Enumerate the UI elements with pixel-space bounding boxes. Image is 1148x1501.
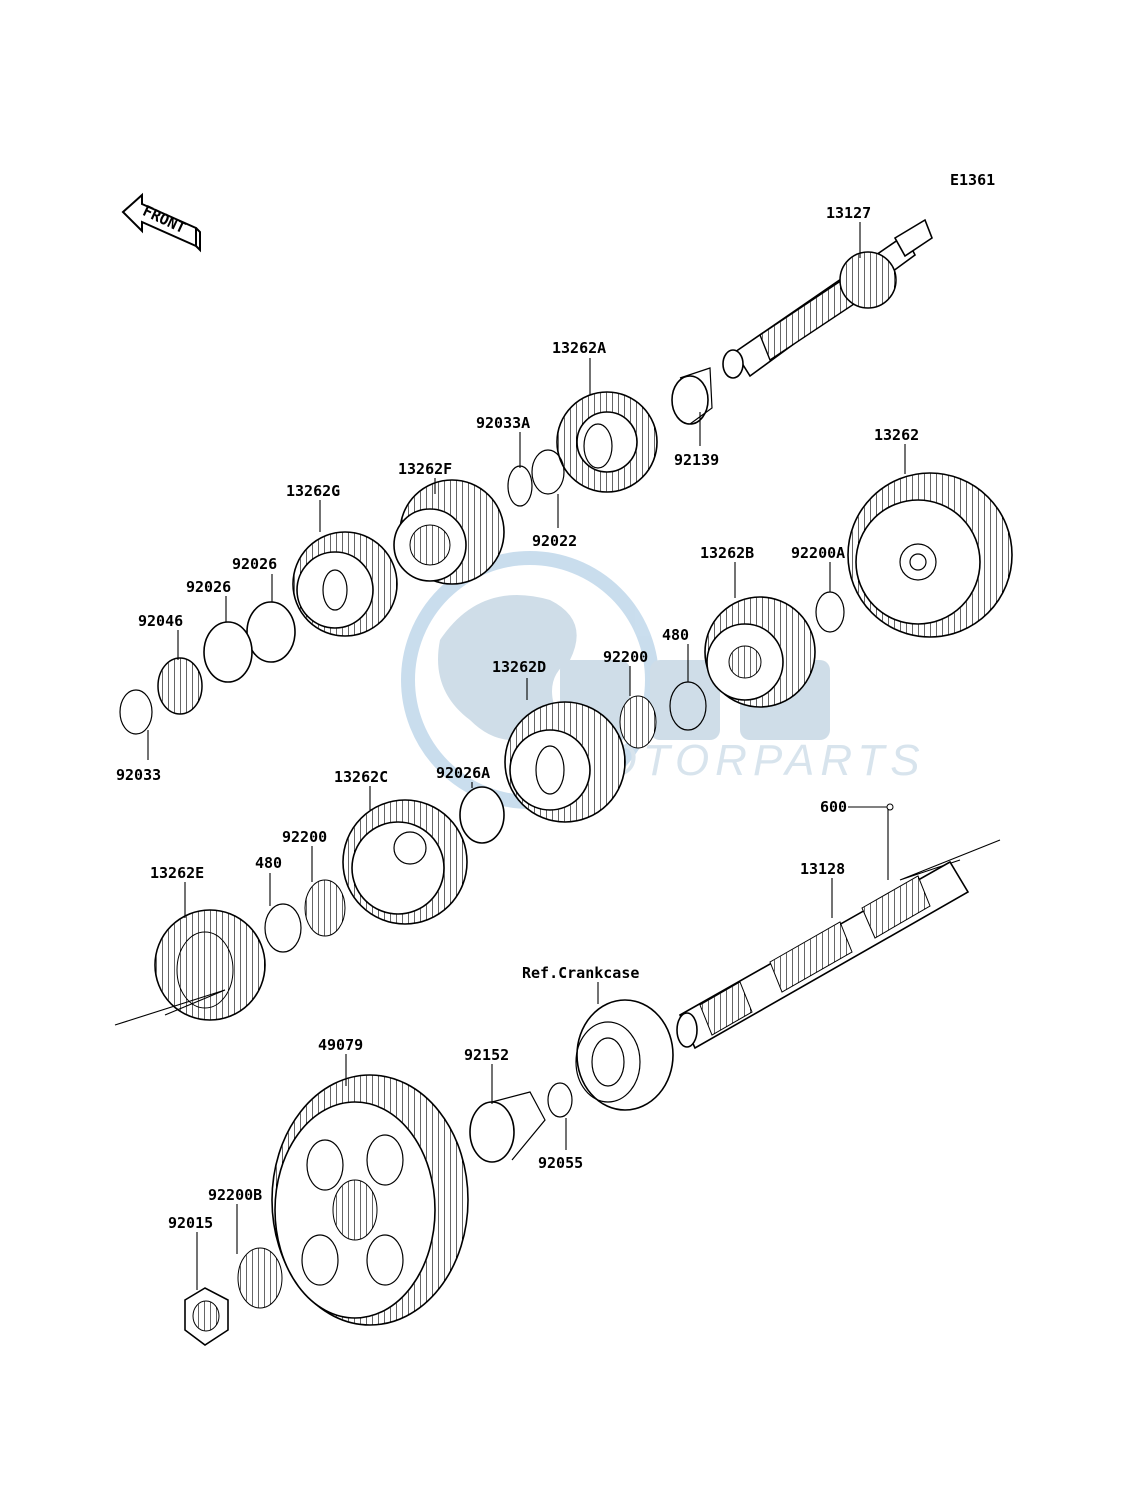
label-92152: 92152 [464,1046,509,1064]
washer-92200B [237,1247,283,1309]
leader-lines [147,222,906,1290]
washer-92026-a [246,601,296,663]
part-labels: 13127 13262A 92033A 13262F 92139 13262 1… [116,204,919,1232]
label-600: 600 [820,798,847,816]
label-480-b: 480 [255,854,282,872]
washer-92200-a [619,695,657,749]
label-13127: 13127 [826,204,871,222]
gear-13262D [504,701,626,823]
washer-92200-b [304,879,346,937]
label-92033A: 92033A [476,414,530,432]
label-480-a: 480 [662,626,689,644]
circlip-480-b [264,903,302,953]
label-92200B: 92200B [208,1186,262,1204]
circlip-92033A [507,465,533,507]
label-92022: 92022 [532,532,577,550]
label-13262G: 13262G [286,482,340,500]
gear-13262F [393,479,505,585]
label-92139: 92139 [674,451,719,469]
shaft-13128 [676,860,970,1050]
bearing-crankcase [575,999,674,1111]
label-92026-b: 92026 [186,578,231,596]
label-49079: 49079 [318,1036,363,1054]
bushing-92139 [671,367,713,425]
front-arrow-icon: FRONT [121,192,201,253]
collar-92152 [469,1091,546,1163]
gear-13262E [154,909,266,1021]
gear-13262 [847,472,1013,638]
washer-92026A [459,786,505,844]
nut-92015 [184,1287,229,1346]
label-92015: 92015 [168,1214,213,1232]
label-13262: 13262 [874,426,919,444]
circlip-92033 [119,689,153,735]
label-92200A: 92200A [791,544,845,562]
label-ref-crankcase: Ref.Crankcase [522,964,639,982]
label-92200-b: 92200 [282,828,327,846]
gear-13262A [556,391,658,493]
label-13262C: 13262C [334,768,388,786]
label-92200-a: 92200 [603,648,648,666]
shaft-13127 [722,218,933,379]
label-92033: 92033 [116,766,161,784]
label-92026A: 92026A [436,764,490,782]
needle-bearing-92046 [157,657,203,715]
label-92046: 92046 [138,612,183,630]
circlip-92200A [815,591,845,633]
label-13262B: 13262B [700,544,754,562]
label-13262F: 13262F [398,460,452,478]
label-13262D: 13262D [492,658,546,676]
gear-13262C [342,799,468,925]
label-13128: 13128 [800,860,845,878]
label-92026-a: 92026 [232,555,277,573]
gear-13262G [292,531,398,637]
gear-13262B [704,596,816,708]
washer-92026-b [203,621,253,683]
label-92055: 92055 [538,1154,583,1172]
gear-49079 [271,1074,469,1326]
circlip-92055 [547,1082,573,1118]
diagram-code: E1361 [950,171,995,189]
label-13262A: 13262A [552,339,606,357]
ring-92022 [531,449,565,495]
label-13262E: 13262E [150,864,204,882]
